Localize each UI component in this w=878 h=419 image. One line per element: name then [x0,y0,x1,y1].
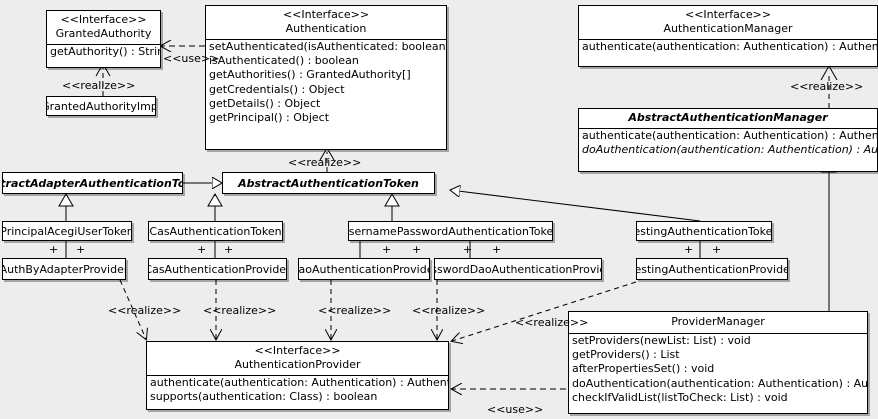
operation: getDetails() : Object [209,96,321,110]
class-name: DaoAuthenticationProvider [299,262,429,276]
class-authentication-manager[interactable]: <<Interface>> AuthenticationManager auth… [578,5,878,67]
operation: supports(authentication: Class) : boolea… [150,390,378,404]
stereotype-label: <<Interface>> [282,8,370,21]
class-name: AuthenticationManager [663,22,793,35]
class-abstract-authentication-manager[interactable]: AbstractAuthenticationManager authentica… [578,108,878,172]
relationship-label-realize-abstract-authentication-token: <<realize>> [288,156,362,169]
class-name: CasAuthenticationProvider [149,262,286,276]
multiplicity-marker: + [684,243,694,256]
stereotype-label: <<Interface>> [254,344,341,357]
operations-compartment: setProviders(newList: List) : void getPr… [569,333,867,405]
relationship-label-realize-granted-authority-impl: <<realize>> [62,79,136,92]
operation: doAuthentication(authentication: Authent… [582,143,877,157]
stereotype-label: <<Interface>> [684,8,772,21]
class-name: GrantedAuthority [55,27,152,40]
operation: setAuthenticated(isAuthenticated: boolea… [209,40,446,53]
class-password-dao-authentication-provider[interactable]: PasswordDaoAuthenticationProvider [434,258,602,280]
class-abstract-adapter-authentication-token[interactable]: AbstractAdapterAuthenticationToken [2,172,183,194]
class-header: ProviderManager [569,312,867,333]
multiplicity-marker: + [224,243,234,256]
class-header: AbstractAuthenticationManager [579,109,877,128]
multiplicity-marker: + [76,243,86,256]
class-name: AbstractAdapterAuthenticationToken [3,176,182,190]
class-name: AbstractAuthenticationToken [238,176,419,190]
operation: getCredentials() : Object [209,82,345,96]
operation: authenticate(authentication: Authenticat… [582,129,877,142]
relationship-label-use-granted-authority: <<use>> [163,52,220,65]
operations-compartment: getAuthority() : String [47,44,160,59]
stereotype-label: <<Interface>> [60,13,147,26]
class-principal-acegi-user-token[interactable]: PrincipalAcegiUserToken [2,221,132,241]
relationship-label-realize-dao-provider: <<realize>> [318,304,392,317]
class-authentication[interactable]: <<Interface>> Authentication setAuthenti… [205,5,447,150]
class-name: UsernamePasswordAuthenticationToken [349,225,552,238]
operation: getAuthority() : String [50,45,160,58]
class-name: PasswordDaoAuthenticationProvider [435,262,601,276]
class-authentication-provider[interactable]: <<Interface>> AuthenticationProvider aut… [146,341,449,410]
multiplicity-marker: + [197,243,207,256]
class-dao-authentication-provider[interactable]: DaoAuthenticationProvider [298,258,430,280]
operation: authenticate(authentication: Authenticat… [150,376,448,389]
class-header: <<Interface>> GrantedAuthority [47,11,160,44]
multiplicity-marker: + [492,243,502,256]
operation: getPrincipal() : Object [209,111,330,125]
multiplicity-marker: + [463,243,473,256]
operation: afterPropertiesSet() : void [572,362,715,376]
class-name: TestingAuthenticationToken [637,225,771,238]
class-header: <<Interface>> Authentication [206,6,446,39]
class-name: CasAuthenticationToken [149,225,282,238]
operation: getProviders() : List [572,348,680,362]
class-cas-authentication-provider[interactable]: CasAuthenticationProvider [148,258,287,280]
operations-compartment: authenticate(authentication: Authenticat… [147,375,448,404]
relationship-label-realize-authentication-manager: <<realize>> [790,80,864,93]
class-auth-by-adapter-provider[interactable]: AuthByAdapterProvider [2,258,126,280]
class-granted-authority-impl[interactable]: GrantedAuthorityImpl [46,96,156,116]
relationship-label-realize-auth-by-adapter: <<realize>> [108,304,182,317]
multiplicity-marker: + [412,243,422,256]
multiplicity-marker: + [49,243,59,256]
class-provider-manager[interactable]: ProviderManager setProviders(newList: Li… [568,311,868,414]
operation: checkIfValidList(listToCheck: List) : vo… [572,390,788,404]
operation: getAuthorities() : GrantedAuthority[] [209,68,411,82]
class-name: Authentication [285,22,367,35]
relationship-label-realize-password-dao-provider: <<realize>> [412,304,486,317]
operations-compartment: authenticate(authentication: Authenticat… [579,128,877,157]
class-username-password-authentication-token[interactable]: UsernamePasswordAuthenticationToken [348,221,553,241]
class-name: AuthenticationProvider [234,358,361,371]
class-header: <<Interface>> AuthenticationManager [579,6,877,39]
multiplicity-marker: + [712,243,722,256]
operation: doAuthentication(authentication: Authent… [572,376,867,390]
class-abstract-authentication-token[interactable]: AbstractAuthenticationToken [222,172,435,194]
class-cas-authentication-token[interactable]: CasAuthenticationToken [148,221,283,241]
operations-compartment: authenticate(authentication: Authenticat… [579,39,877,54]
class-name: ProviderManager [671,315,765,328]
class-testing-authentication-token[interactable]: TestingAuthenticationToken [636,221,772,241]
class-name: AuthByAdapterProvider [3,262,125,276]
operation: authenticate(authentication: Authenticat… [582,40,877,53]
relationship-label-use-provider-manager: <<use>> [487,403,544,416]
class-testing-authentication-provider[interactable]: TestingAuthenticationProvider [636,258,788,280]
class-name: AbstractAuthenticationManager [628,111,828,124]
class-name: PrincipalAcegiUserToken [3,225,131,238]
relationship-label-realize-cas-provider: <<realize>> [203,304,277,317]
multiplicity-marker: + [382,243,392,256]
class-header: <<Interface>> AuthenticationProvider [147,342,448,375]
class-granted-authority[interactable]: <<Interface>> GrantedAuthority getAuthor… [46,10,161,68]
class-name: TestingAuthenticationProvider [637,262,787,276]
class-name: GrantedAuthorityImpl [47,100,155,113]
relationship-label-realize-provider-manager: <<realize>> [515,316,589,329]
operation: isAuthenticated() : boolean [209,54,359,68]
operations-compartment: setAuthenticated(isAuthenticated: boolea… [206,39,446,125]
operation: setProviders(newList: List) : void [572,334,751,347]
